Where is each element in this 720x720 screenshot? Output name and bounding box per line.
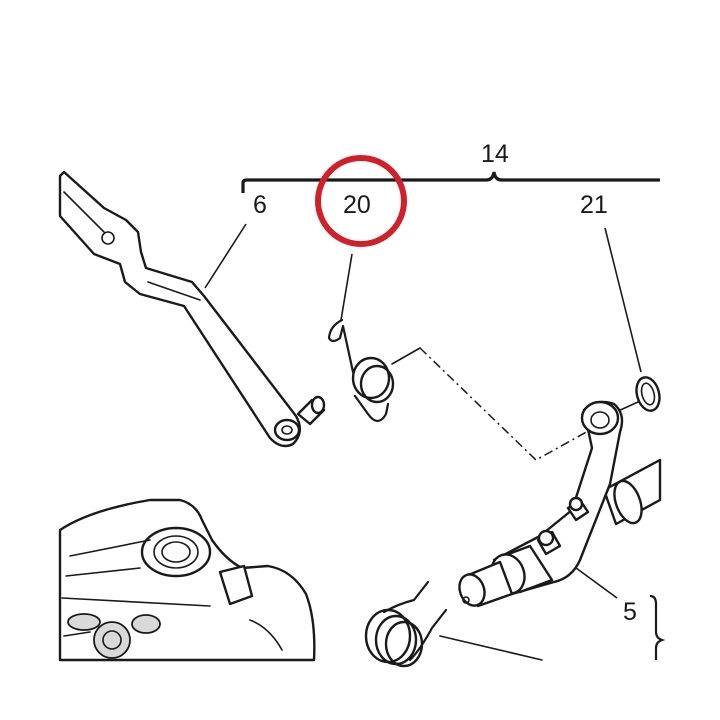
bracket-5 [649, 594, 666, 660]
callout-5[interactable]: 5 [623, 598, 637, 626]
callout-20[interactable]: 20 [343, 191, 371, 219]
assembly-centerline [419, 347, 591, 461]
leader-21 [604, 227, 642, 373]
shift-lever-icon [58, 170, 326, 448]
callout-14[interactable]: 14 [481, 140, 509, 168]
leader-5 [571, 564, 618, 599]
engine-case-icon [58, 498, 316, 662]
leader-6 [204, 223, 247, 289]
return-spring-icon [364, 580, 543, 668]
snap-ring-icon [615, 376, 661, 413]
shift-shaft-icon [458, 400, 662, 608]
callout-21[interactable]: 21 [580, 191, 608, 219]
group-bracket-14 [241, 171, 660, 193]
leader-20 [340, 253, 353, 321]
torsion-spring-icon [327, 318, 421, 423]
highlight-circle [315, 155, 407, 247]
callout-6[interactable]: 6 [253, 191, 267, 219]
